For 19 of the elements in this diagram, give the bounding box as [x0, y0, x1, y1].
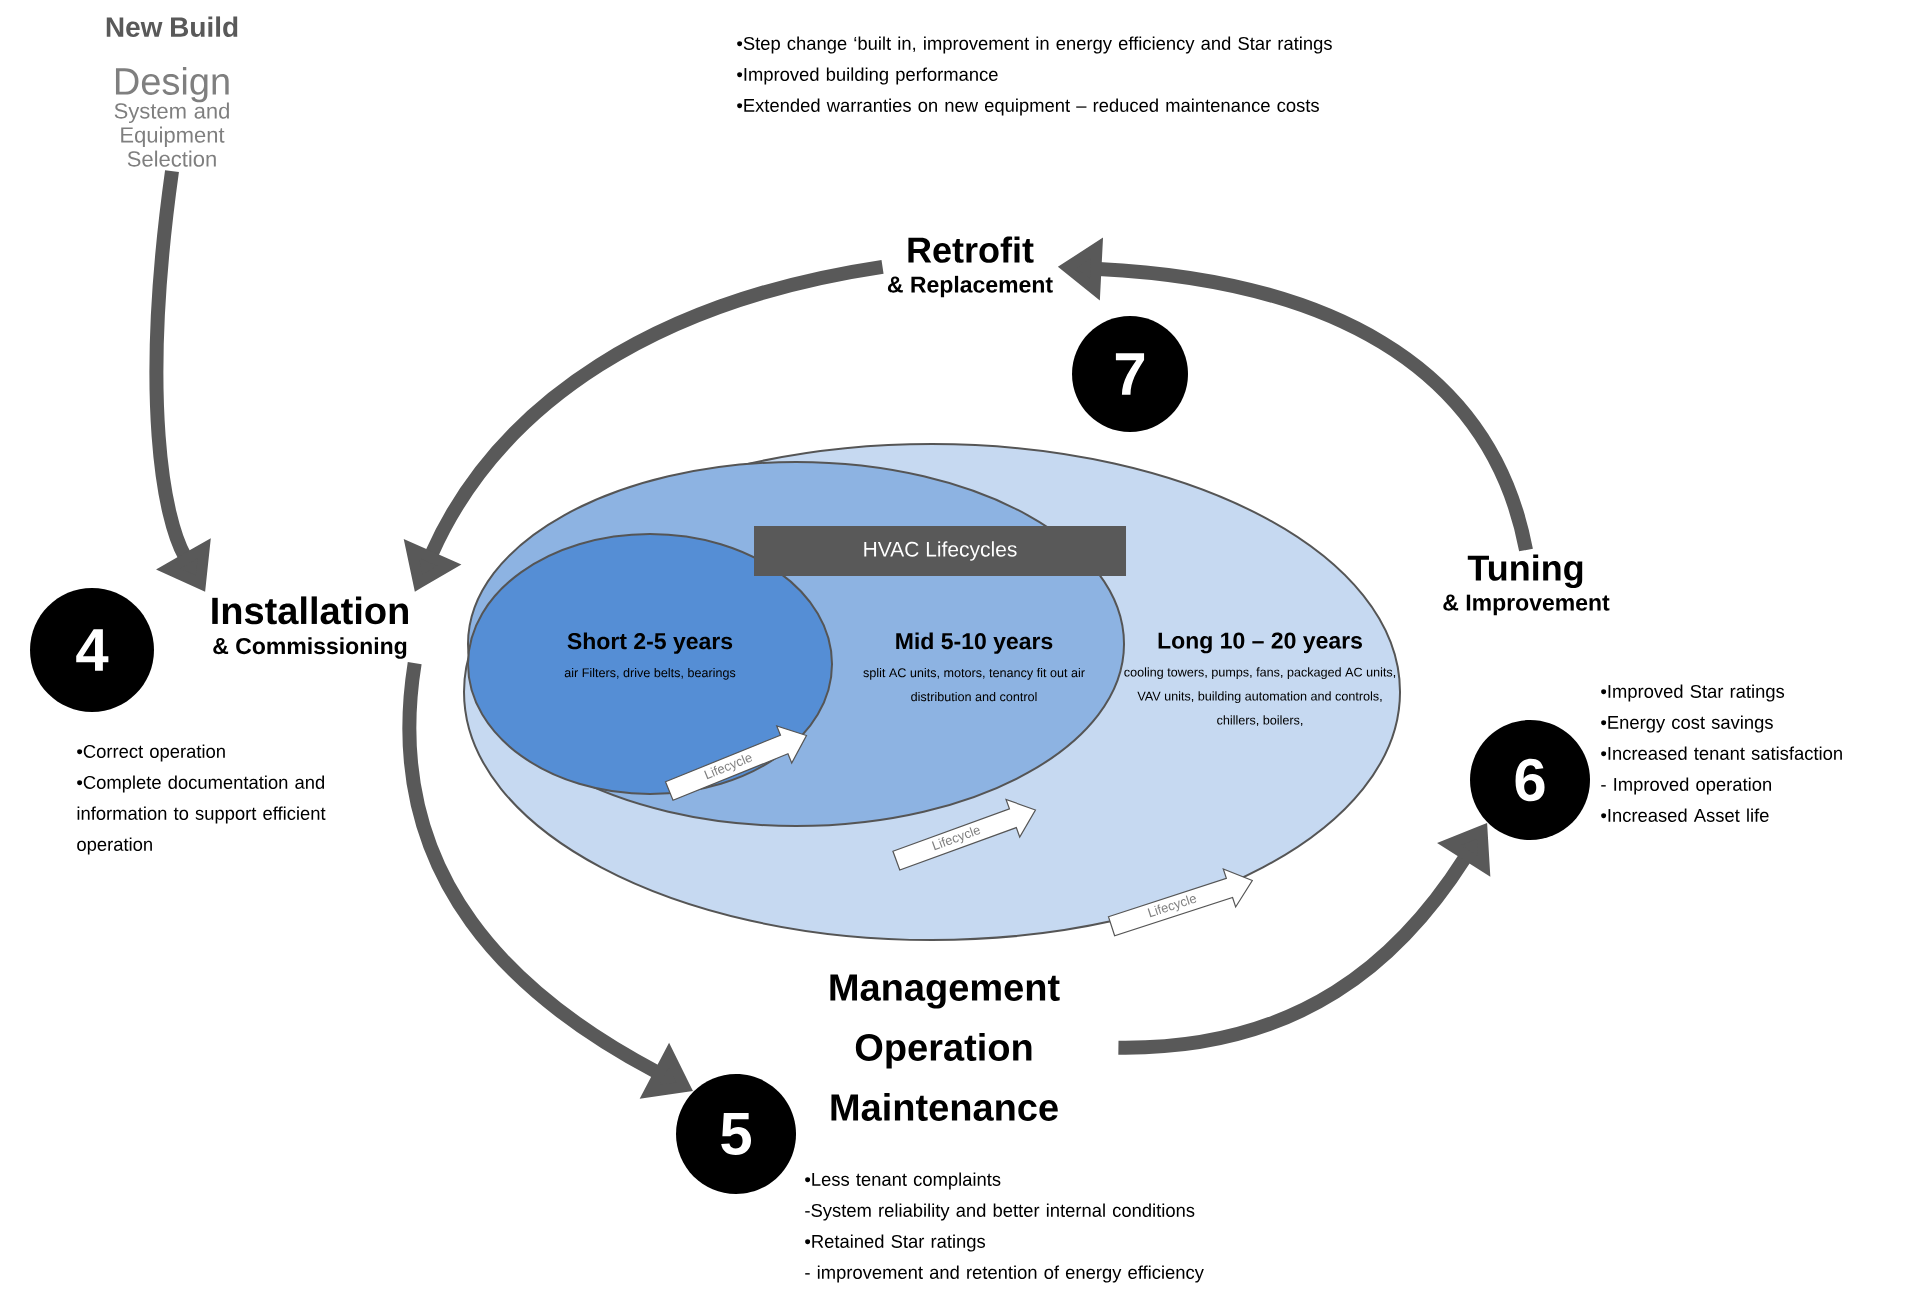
- node-label: •Less tenant complaints: [805, 1172, 1001, 1190]
- node-label: -System reliability and better internal conditions: [805, 1203, 1195, 1221]
- stage-heading: Retrofit & Replacement: [887, 236, 1053, 298]
- bullet-list: •Less tenant complaints -System reliability and better internal conditions •Retained Star ratings - improvement and retention of energy efficiency: [805, 1172, 1204, 1283]
- node-label: - improvement and retention of energy efficiency: [805, 1265, 1204, 1283]
- node-label: - Improved operation: [1601, 777, 1771, 795]
- stage-text: New Build Design System and Equipment Selection: [106, 16, 238, 167]
- title-banner: HVAC Lifecycles: [754, 526, 1126, 576]
- bullet-list: •Correct operation •Complete documentation and information to support efficient operation: [77, 744, 326, 855]
- node-label: •Increased Asset life: [1601, 808, 1769, 822]
- stage-heading: Installation & Commissioning: [212, 596, 408, 659]
- stage-heading: Management Operation Maintenance: [830, 974, 1060, 1121]
- stage-heading: Tuning & Improvement: [1443, 554, 1610, 616]
- node-label: •Energy cost savings: [1601, 715, 1773, 733]
- node-label: •Improved Star ratings: [1601, 684, 1785, 702]
- bullet-list: •Step change ‘built in, improvement in energy efficiency and Star ratings •Improved building performance •Extended warranties on new equipment – reduced maintenance costs: [737, 36, 1332, 116]
- bullet-list: •Improved Star ratings •Energy cost savings •Increased tenant satisfaction - Improved operation •Increased Asset life: [1601, 684, 1842, 822]
- node-label: •Increased tenant satisfaction: [1601, 746, 1842, 760]
- node-label: •Retained Star ratings: [805, 1234, 986, 1252]
